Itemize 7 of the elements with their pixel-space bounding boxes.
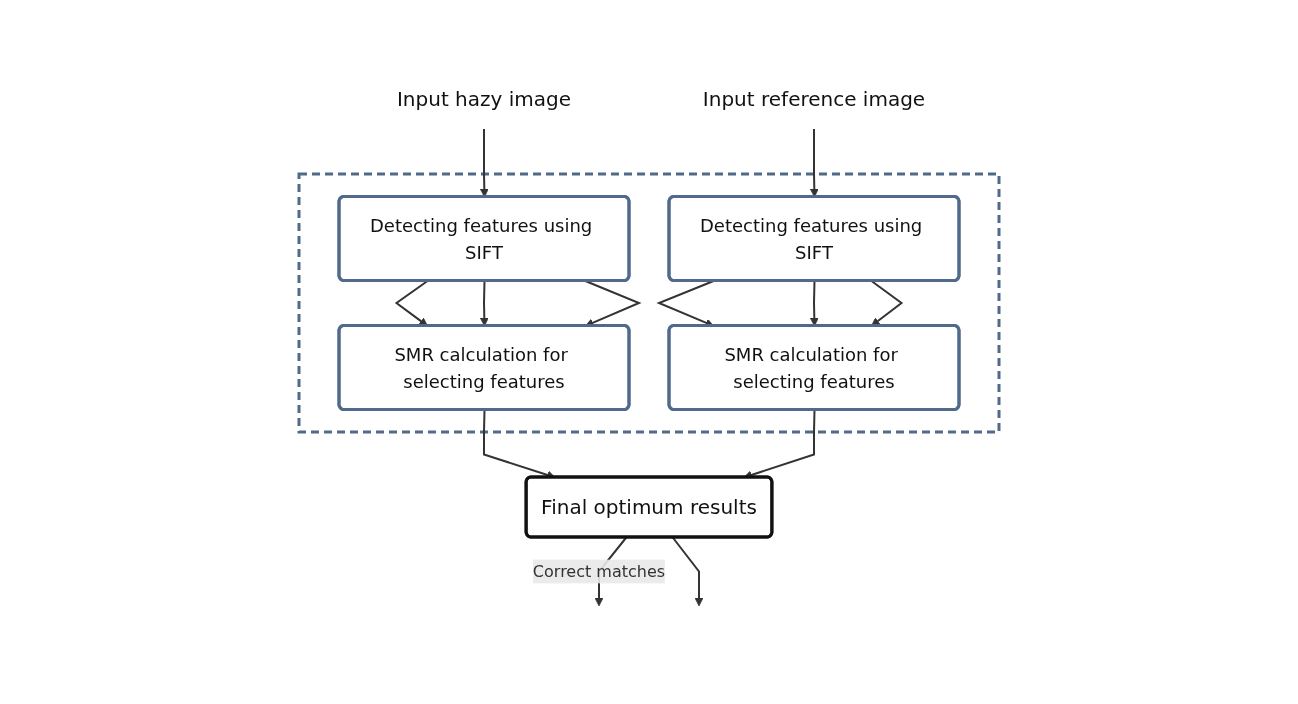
node-text: Input reference image (702, 86, 926, 111)
cluster (297, 172, 1001, 433)
edge-label: Correct matches (532, 561, 666, 580)
arrow (809, 127, 819, 197)
arrow (479, 127, 489, 197)
arrow (671, 536, 704, 606)
node-text: Input hazy image (396, 86, 572, 111)
